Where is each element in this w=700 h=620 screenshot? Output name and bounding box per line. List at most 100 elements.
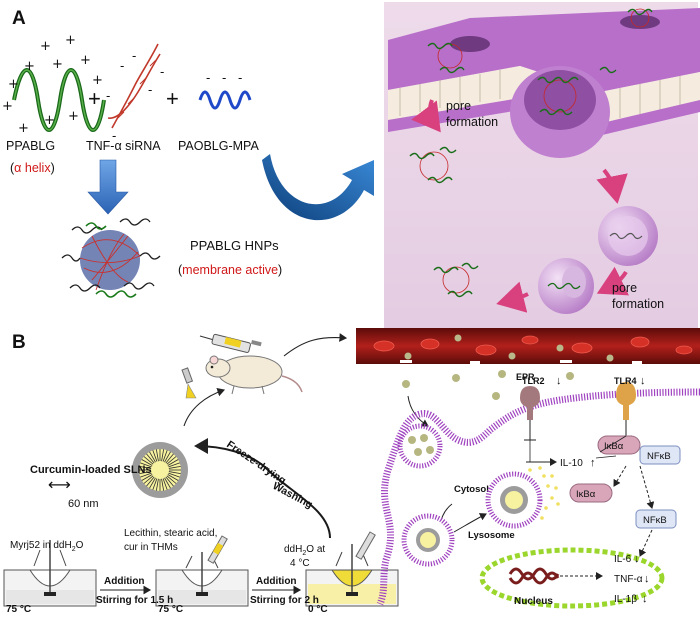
svg-text:+: + <box>24 59 35 74</box>
tlr2-down-arrow-icon: ↓ <box>556 375 562 387</box>
tlr2-receptor-icon <box>520 386 540 420</box>
arrow-to-mouse <box>183 387 226 427</box>
nucleus <box>479 547 665 609</box>
nfkb-complex-box <box>639 445 681 465</box>
svg-text:-: - <box>238 70 242 85</box>
tlr2-label: TLR2 <box>522 376 545 386</box>
endocytic-vesicle-icon <box>598 206 658 266</box>
paoblg-mpa-wave-icon: --- <box>198 70 252 110</box>
flask1-temp: 75 °C <box>6 604 31 615</box>
il6-down-arrow-icon: ↓ <box>634 553 640 565</box>
sln-title: Curcumin-loaded SLNs <box>30 464 152 476</box>
pore-label-2-line1: pore <box>612 281 637 295</box>
membrane-note: (membrane active) <box>178 263 282 277</box>
ikba-label-1: IκBα <box>604 441 624 452</box>
svg-text:+: + <box>80 53 91 68</box>
hnp-nanoparticle-icon <box>61 218 161 298</box>
ppablg-helix-icon: +++ +++ +++ ++ <box>2 33 106 136</box>
hnp-title: PPABLG HNPs <box>190 238 279 253</box>
svg-text:-: - <box>160 64 164 79</box>
svg-text:+: + <box>2 99 13 114</box>
nfkb-label-2: NFκB <box>643 515 667 526</box>
flask3-temp: 0 °C <box>308 604 328 615</box>
svg-text:-: - <box>206 70 210 85</box>
extravasated-particles <box>402 370 574 400</box>
step1-top: Addition <box>104 576 145 587</box>
size-arrow-icon: ⟷ <box>48 477 71 494</box>
syringe-icon <box>199 333 262 353</box>
flask3-label-line1: ddH2O at <box>284 544 325 557</box>
nucleus-label: Nucleus <box>514 596 553 607</box>
blood-vessel <box>356 328 700 364</box>
svg-text:-: - <box>106 88 110 103</box>
flask2-label-line2: cur in THMs <box>124 542 178 553</box>
arrow-to-vessel <box>283 333 348 357</box>
component-paoblg-mpa: PAOBLG-MPA <box>178 139 259 153</box>
il1b-label: IL-1β <box>614 594 637 605</box>
washing-label: Washing <box>271 480 315 511</box>
mouse-icon <box>205 355 303 395</box>
svg-text:+: + <box>18 121 29 136</box>
lysosome-icon <box>485 466 560 529</box>
plus-sign-2: + <box>166 86 179 111</box>
component-tnf-sirna: TNF-α siRNA <box>86 139 161 153</box>
pore-label-2-line2: formation <box>612 297 664 311</box>
svg-text:+: + <box>65 33 76 48</box>
free-nanoparticle-icon <box>409 146 457 184</box>
pore-label-1-line1: pore <box>446 99 471 113</box>
flask1-label: Myrj52 in ddH2O <box>10 540 84 553</box>
sirna-strand-icon: --- --- <box>106 43 164 143</box>
flask-3 <box>305 531 399 607</box>
cytosol-label: Cytosol <box>454 484 489 495</box>
ikba-complex-box <box>597 435 641 455</box>
svg-text:-: - <box>148 82 152 97</box>
curved-arrow-icon <box>262 154 374 221</box>
pink-arrow-icon <box>411 99 441 133</box>
flask2-temp: 75 °C <box>158 604 183 615</box>
step2-top: Addition <box>256 576 297 587</box>
pink-arrow-icon-4 <box>496 281 529 313</box>
svg-text:+: + <box>40 39 51 54</box>
pore-label-1-line2: formation <box>446 115 498 129</box>
svg-text:-: - <box>112 128 116 143</box>
nfkb-label-1: NFκB <box>647 451 671 462</box>
tnfa-label: TNF-α <box>614 574 643 585</box>
ikba-box <box>569 483 613 503</box>
epr-label: EPR <box>516 372 535 382</box>
tlr4-down-arrow-icon: ↓ <box>640 375 646 387</box>
size-label: 60 nm <box>68 498 99 510</box>
pink-arrow-icon-3 <box>596 266 630 296</box>
cell-membrane <box>376 388 700 606</box>
svg-text:-: - <box>132 48 136 63</box>
freeze-drying-label: Freeze-drying <box>224 439 288 487</box>
il1b-down-arrow-icon: ↓ <box>642 593 648 605</box>
vial-icon <box>181 367 197 399</box>
step1-bottom: Stirring for 1.5 h <box>96 595 173 606</box>
pink-arrow-icon-2 <box>596 168 628 204</box>
broken-vesicle-icon <box>538 258 594 314</box>
svg-text:+: + <box>52 57 63 72</box>
endocytic-pit <box>397 423 443 469</box>
il10-up-arrow-icon: ↑ <box>590 457 596 469</box>
freeze-drying-arrow <box>194 438 331 539</box>
il6-label: IL-6 <box>614 554 632 565</box>
svg-text:+: + <box>44 113 55 128</box>
embedded-nanoparticles <box>427 8 653 116</box>
il10-label: IL-10 <box>560 458 583 469</box>
svg-text:+: + <box>92 73 103 88</box>
nfkb-box <box>635 509 677 529</box>
flask2-label-line1: Lecithin, stearic acid, <box>124 528 217 539</box>
svg-text:-: - <box>120 58 124 73</box>
lysosome-label: Lysosome <box>468 530 515 541</box>
step2-bottom: Stirring for 2 h <box>250 595 319 606</box>
tnfa-down-arrow-icon: ↓ <box>644 573 650 585</box>
plus-sign: + <box>88 86 101 111</box>
panel-a-label: A <box>12 8 26 29</box>
flask-2 <box>155 535 249 607</box>
ikba-label-2: IκBα <box>576 489 596 500</box>
tlr4-label: TLR4 <box>614 376 637 386</box>
svg-text:-: - <box>222 70 226 85</box>
flask3-label-line2: 4 °C <box>290 558 310 569</box>
helix-note: (α helix) <box>10 161 55 175</box>
